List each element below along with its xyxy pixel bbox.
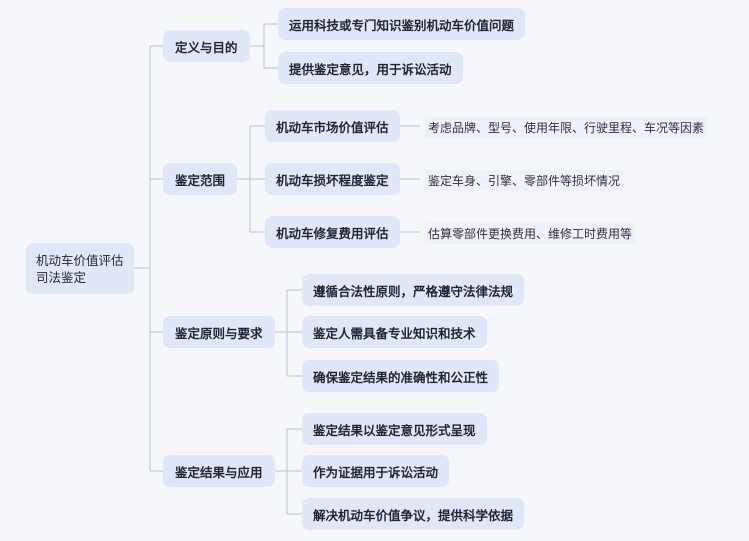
- detail-leaf[interactable]: 鉴定车身、引擎、零部件等损坏情况: [425, 170, 624, 191]
- topic-node[interactable]: 机动车市场价值评估: [265, 110, 400, 142]
- topic-label: 遵循合法性原则，严格遵守法律法规: [313, 283, 514, 299]
- detail-label: 估算零部件更换费用、维修工时费用等: [428, 227, 633, 241]
- branch-label: 鉴定范围: [175, 172, 226, 188]
- branch-results[interactable]: 鉴定结果与应用: [163, 455, 275, 487]
- topic-node[interactable]: 鉴定人需具备专业知识和技术: [302, 316, 487, 348]
- topic-node[interactable]: 运用科技或专门知识鉴别机动车价值问题: [278, 8, 526, 40]
- topic-label: 机动车修复费用评估: [276, 225, 389, 241]
- topic-node[interactable]: 确保鉴定结果的准确性和公正性: [302, 360, 500, 392]
- branch-definition[interactable]: 定义与目的: [163, 30, 250, 62]
- branch-label: 定义与目的: [175, 39, 238, 55]
- detail-leaf[interactable]: 估算零部件更换费用、维修工时费用等: [425, 223, 636, 244]
- branch-scope[interactable]: 鉴定范围: [163, 163, 238, 195]
- detail-label: 鉴定车身、引擎、零部件等损坏情况: [428, 174, 621, 188]
- topic-node[interactable]: 作为证据用于诉讼活动: [302, 455, 450, 487]
- branch-label: 鉴定结果与应用: [175, 464, 263, 480]
- topic-label: 作为证据用于诉讼活动: [313, 464, 439, 480]
- topic-node[interactable]: 解决机动车价值争议，提供科学依据: [302, 498, 525, 530]
- detail-label: 考虑品牌、型号、使用年限、行驶里程、车况等因素: [428, 121, 705, 135]
- topic-label: 机动车市场价值评估: [276, 119, 389, 135]
- topic-node[interactable]: 提供鉴定意见，用于诉讼活动: [278, 52, 463, 84]
- topic-label: 运用科技或专门知识鉴别机动车价值问题: [289, 17, 515, 33]
- topic-node[interactable]: 鉴定结果以鉴定意见形式呈现: [302, 413, 487, 445]
- topic-node[interactable]: 遵循合法性原则，严格遵守法律法规: [302, 274, 525, 306]
- branch-label: 鉴定原则与要求: [175, 325, 263, 341]
- topic-label: 鉴定结果以鉴定意见形式呈现: [313, 422, 476, 438]
- topic-label: 解决机动车价值争议，提供科学依据: [313, 507, 514, 523]
- detail-leaf[interactable]: 考虑品牌、型号、使用年限、行驶里程、车况等因素: [425, 117, 708, 138]
- topic-label: 机动车损坏程度鉴定: [276, 172, 389, 188]
- topic-label: 确保鉴定结果的准确性和公正性: [313, 369, 489, 385]
- topic-label: 提供鉴定意见，用于诉讼活动: [289, 61, 452, 77]
- root-node[interactable]: 机动车价值评估司法鉴定: [26, 243, 134, 294]
- topic-label: 鉴定人需具备专业知识和技术: [313, 325, 476, 341]
- topic-node[interactable]: 机动车损坏程度鉴定: [265, 163, 400, 195]
- branch-principles[interactable]: 鉴定原则与要求: [163, 316, 275, 348]
- topic-node[interactable]: 机动车修复费用评估: [265, 216, 400, 248]
- root-label: 机动车价值评估司法鉴定: [36, 252, 124, 285]
